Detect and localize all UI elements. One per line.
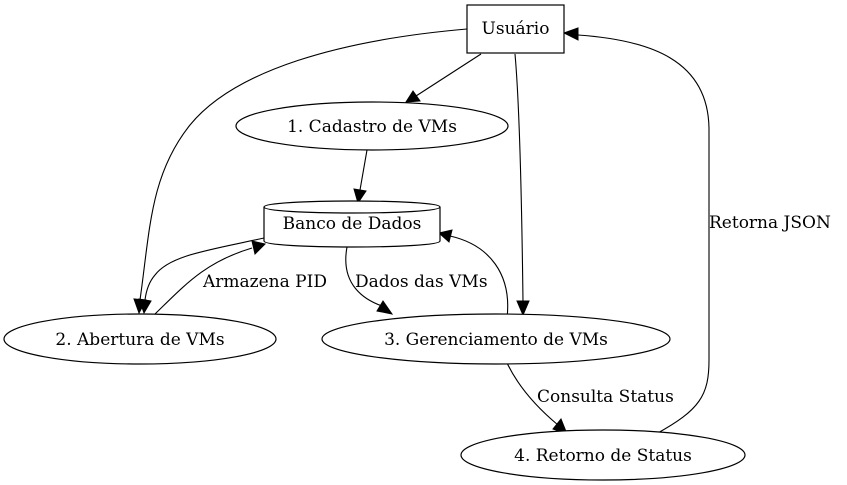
edge-banco-gerenciamento xyxy=(345,246,383,307)
arrowhead-abertura-from-banco xyxy=(138,298,152,315)
node-gerenciamento-label: 3. Gerenciamento de VMs xyxy=(384,330,608,350)
edge-gerenciamento-retorno xyxy=(506,362,559,426)
edge-gerenciamento-banco xyxy=(449,235,509,319)
node-cadastro: 1. Cadastro de VMs xyxy=(235,101,509,151)
arrowhead-usuario xyxy=(562,27,579,41)
node-cadastro-label: 1. Cadastro de VMs xyxy=(287,117,457,137)
node-gerenciamento: 3. Gerenciamento de VMs xyxy=(321,313,671,365)
edge-cadastro-banco xyxy=(359,149,368,191)
edge-label-consulta-status: Consulta Status xyxy=(537,387,674,407)
node-abertura-label: 2. Abertura de VMs xyxy=(55,330,224,350)
edge-usuario-cadastro xyxy=(415,53,482,97)
edge-label-armazena-pid: Armazena PID xyxy=(202,272,327,292)
arrowhead-cadastro xyxy=(405,90,421,103)
edge-label-retorna-json: Retorna JSON xyxy=(709,213,831,233)
node-banco-label: Banco de Dados xyxy=(283,214,422,234)
node-banco: Banco de Dados xyxy=(263,200,441,248)
arrowhead-gerenciamento-from-banco xyxy=(376,300,394,315)
node-abertura: 2. Abertura de VMs xyxy=(3,313,277,365)
node-retorno: 4. Retorno de Status xyxy=(460,429,746,481)
node-usuario-label: Usuário xyxy=(482,19,550,39)
edge-retorno-usuario xyxy=(577,34,710,435)
arrowhead-gerenciamento-from-usuario xyxy=(516,300,530,317)
edge-banco-abertura xyxy=(144,237,265,301)
node-usuario: Usuário xyxy=(466,4,565,54)
arrowhead-banco-from-gerenciamento xyxy=(437,229,453,243)
edge-usuario-gerenciamento xyxy=(514,53,524,303)
arrowhead-banco-from-cadastro xyxy=(353,188,367,205)
edge-label-dados-vms: Dados das VMs xyxy=(355,272,488,292)
edge-usuario-abertura xyxy=(139,28,468,301)
edge-abertura-banco xyxy=(154,247,253,315)
arrowhead-banco-from-abertura xyxy=(251,240,266,255)
node-retorno-label: 4. Retorno de Status xyxy=(514,446,692,466)
